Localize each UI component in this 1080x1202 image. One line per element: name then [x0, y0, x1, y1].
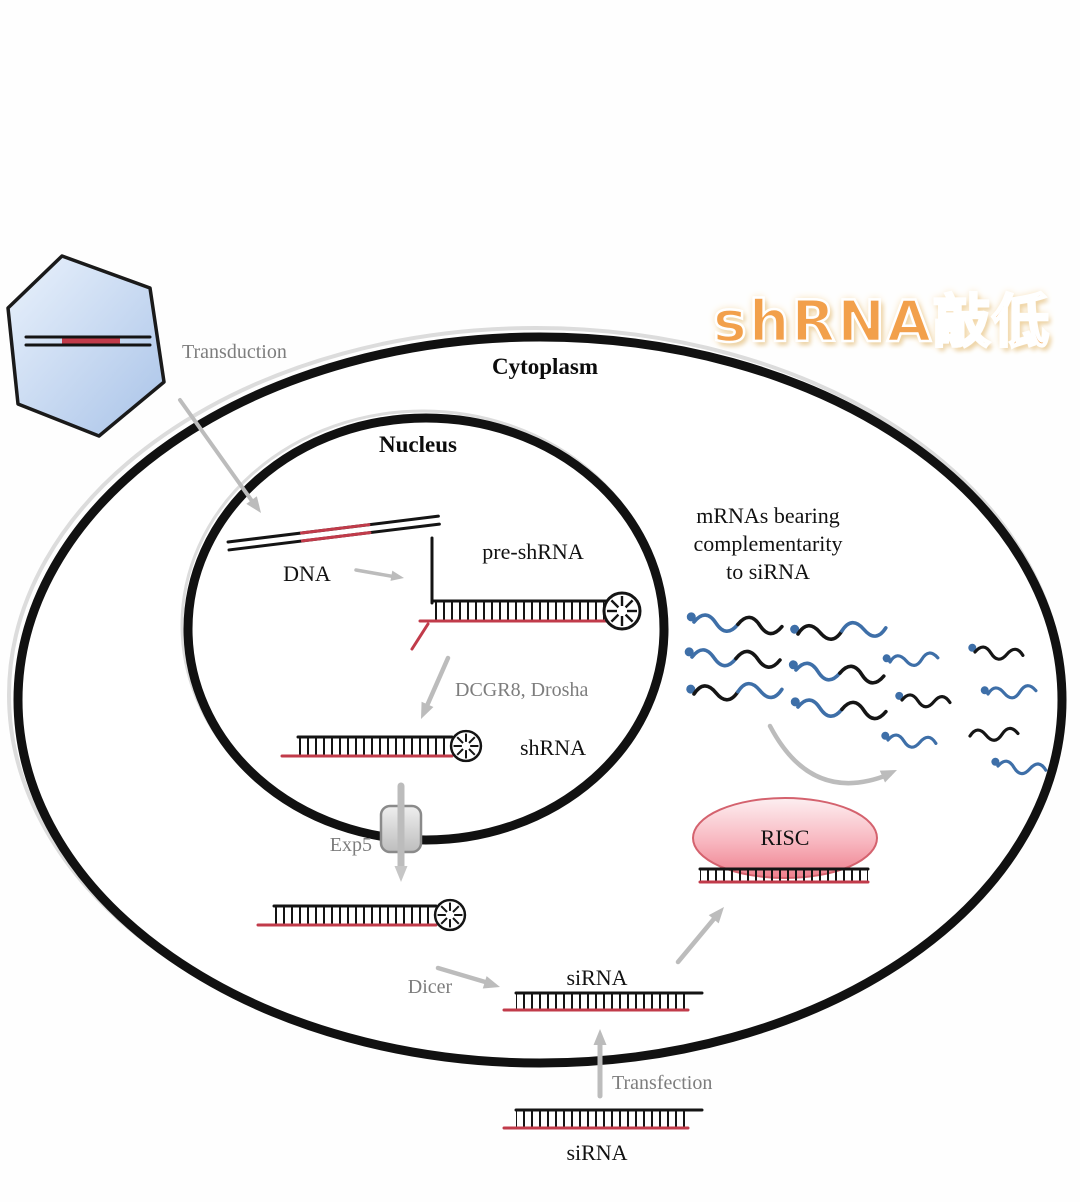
sirna-to-risc-arrow	[675, 902, 729, 965]
sirna-cyto-label: siRNA	[566, 965, 627, 990]
sirna-bottom-label: siRNA	[566, 1140, 627, 1165]
mrna-fragment	[895, 691, 952, 710]
pre-shrna-label: pre-shRNA	[482, 539, 584, 564]
mrna-strand	[790, 697, 889, 721]
mrna-caption-line1: mRNAs bearing	[696, 503, 840, 528]
mrna-fragment	[991, 757, 1048, 778]
mrna-strand	[788, 660, 887, 686]
mrna-fragment	[968, 643, 1025, 663]
sirna-duplex	[502, 991, 704, 1012]
transduction-arrow	[178, 398, 267, 517]
mrna-strand	[686, 612, 785, 636]
shrna-hairpin	[280, 729, 483, 763]
dicer-arrow	[435, 965, 502, 994]
drosha-arrow	[415, 655, 451, 722]
transduction-label: Transduction	[182, 341, 287, 363]
dicer-label: Dicer	[408, 976, 453, 998]
cytoplasm-label: Cytoplasm	[492, 354, 598, 379]
dna-to-preshrna-arrow	[354, 568, 405, 584]
mrna-strand	[790, 618, 889, 644]
mrna-caption-line2: complementarity	[693, 531, 842, 556]
transfection-arrow	[593, 1029, 607, 1099]
hairpin-loop-icon	[602, 591, 642, 631]
cleaved-mrna-group	[881, 643, 1048, 778]
page-title: shRNA敲低	[712, 288, 1052, 357]
mrna-fragment	[980, 683, 1038, 702]
transfection-label: Transfection	[612, 1072, 712, 1094]
shrna-label: shRNA	[520, 735, 586, 760]
mrna-group	[684, 612, 889, 721]
sirna-bottom-duplex	[502, 1108, 704, 1130]
exported-shrna-hairpin	[256, 898, 467, 932]
export-arrow	[394, 782, 408, 882]
risc-label: RISC	[761, 825, 810, 850]
hairpin-loop-icon	[433, 898, 467, 932]
nucleus-label: Nucleus	[379, 432, 457, 457]
mrna-strand	[686, 680, 785, 704]
mrna-fragment	[882, 650, 940, 670]
dna-label: DNA	[283, 561, 331, 586]
vector-dna	[24, 335, 152, 347]
cleavage-arrow	[767, 723, 900, 786]
mrna-caption: mRNAs bearing complementarity to siRNA	[693, 503, 842, 584]
mrna-caption-line3: to siRNA	[726, 559, 810, 584]
viral-vector	[6, 254, 166, 438]
exp5-label: Exp5	[330, 834, 372, 856]
risc-complex: RISC	[692, 797, 878, 884]
mrna-strand	[684, 647, 783, 670]
dcgr8-drosha-label: DCGR8, Drosha	[455, 679, 588, 701]
mrna-fragment	[881, 731, 938, 751]
pre-shrna-hairpin	[410, 536, 642, 651]
hairpin-loop-icon	[449, 729, 483, 763]
dna-double-strand	[226, 514, 441, 552]
